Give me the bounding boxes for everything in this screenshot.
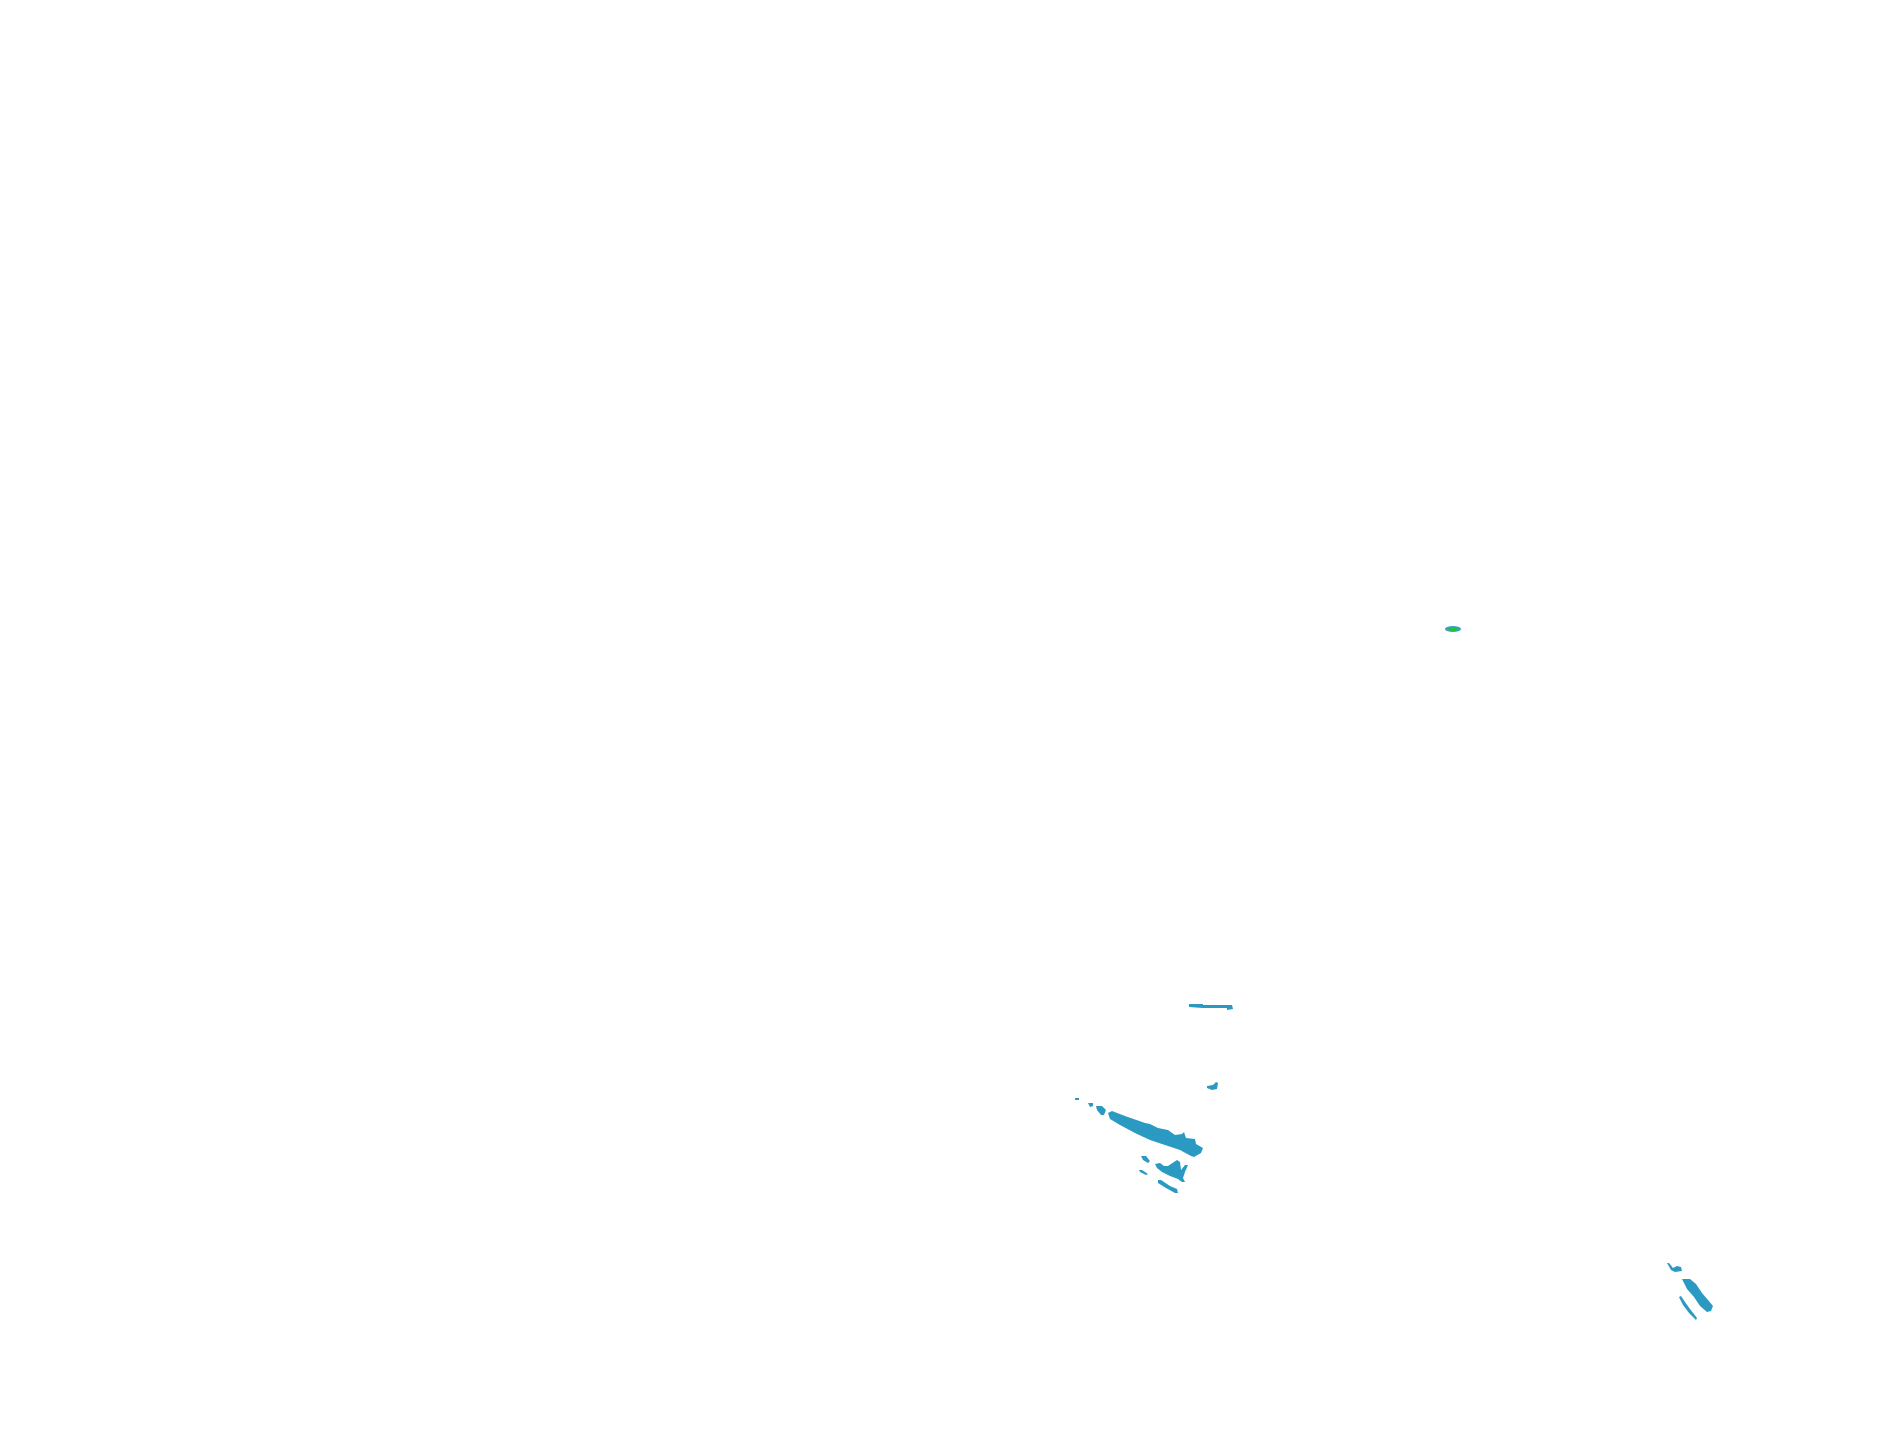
feature-bar	[1189, 1004, 1233, 1010]
feature-lowest-line	[1158, 1180, 1178, 1193]
feature-fragment	[1096, 1106, 1106, 1115]
map-feature-group-right	[1667, 1263, 1713, 1320]
feature-fragment	[1141, 1156, 1150, 1163]
feature-fragment	[1139, 1170, 1148, 1175]
feature-fragment	[1088, 1103, 1093, 1107]
feature-lower	[1155, 1160, 1188, 1182]
map-highlight	[1445, 626, 1461, 632]
feature-small-blob	[1207, 1082, 1218, 1090]
feature-small	[1667, 1263, 1682, 1272]
map-feature-group-center	[1075, 1004, 1233, 1193]
highlight-spot-core	[1448, 627, 1458, 631]
feature-thin-line	[1679, 1296, 1697, 1320]
feature-dot	[1075, 1098, 1079, 1100]
feature-main-streak	[1108, 1111, 1203, 1157]
feature-main	[1682, 1279, 1713, 1312]
